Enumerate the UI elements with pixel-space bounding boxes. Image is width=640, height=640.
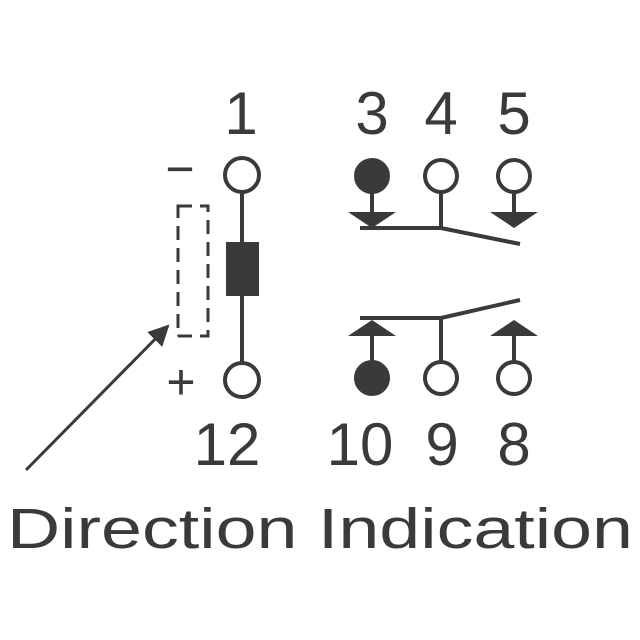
pin-3-contact-arrow bbox=[348, 212, 396, 228]
pin-label-8: 8 bbox=[497, 411, 530, 478]
pin-label-12: 12 bbox=[194, 411, 261, 478]
pin-label-5: 5 bbox=[497, 80, 530, 147]
pin-12-terminal bbox=[223, 361, 261, 399]
pin-5-terminal bbox=[496, 158, 532, 194]
upper-armature bbox=[360, 226, 521, 246]
indicator-minus-sign: − bbox=[176, 320, 192, 351]
pin-1-terminal bbox=[223, 156, 261, 194]
coil bbox=[223, 156, 261, 399]
minus-sign: − bbox=[165, 141, 194, 197]
pin-label-1: 1 bbox=[224, 80, 257, 147]
direction-indicator: − bbox=[176, 204, 210, 351]
coil-body bbox=[226, 242, 259, 296]
pin-8-contact-arrow bbox=[490, 320, 538, 336]
pin-10-contact-arrow bbox=[348, 320, 396, 336]
pin-label-10: 10 bbox=[327, 411, 394, 478]
plus-sign: + bbox=[166, 354, 195, 410]
pin-label-3: 3 bbox=[355, 80, 388, 147]
pin-label-4: 4 bbox=[424, 80, 457, 147]
pin-8-terminal bbox=[496, 360, 532, 396]
pin-label-9: 9 bbox=[425, 411, 458, 478]
pin-9-terminal bbox=[423, 360, 459, 396]
upper-switch bbox=[348, 158, 538, 246]
pin-3-terminal bbox=[354, 158, 390, 194]
pin-5-contact-arrow bbox=[490, 212, 538, 228]
pin-4-terminal bbox=[423, 158, 459, 194]
lower-switch bbox=[348, 298, 538, 396]
caption: Direction Indication bbox=[7, 497, 633, 561]
pointer-arrow bbox=[24, 324, 170, 472]
pin-10-terminal bbox=[354, 360, 390, 396]
lower-armature bbox=[360, 298, 521, 320]
